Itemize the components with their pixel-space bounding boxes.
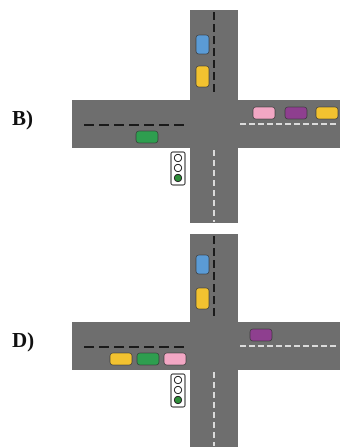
car-blue <box>195 254 210 275</box>
option-d-panel[interactable]: D) <box>0 224 340 447</box>
traffic-signal-icon <box>170 373 186 408</box>
car-purple <box>249 328 273 342</box>
car-yellow <box>195 65 210 88</box>
car-yellow <box>195 287 210 310</box>
option-b-label: B) <box>12 106 33 130</box>
car-green <box>136 352 160 366</box>
traffic-signal-icon <box>170 151 186 186</box>
car-yellow-west <box>109 352 133 366</box>
option-b-panel[interactable]: B) <box>0 0 340 223</box>
car-purple <box>284 106 308 120</box>
car-pink <box>252 106 276 120</box>
car-blue <box>195 34 210 55</box>
car-pink <box>163 352 187 366</box>
intersection-b-diagram <box>72 10 340 223</box>
car-yellow-east <box>315 106 339 120</box>
option-d-label: D) <box>12 328 35 352</box>
intersection-d-diagram <box>72 234 340 447</box>
car-green <box>135 130 159 144</box>
